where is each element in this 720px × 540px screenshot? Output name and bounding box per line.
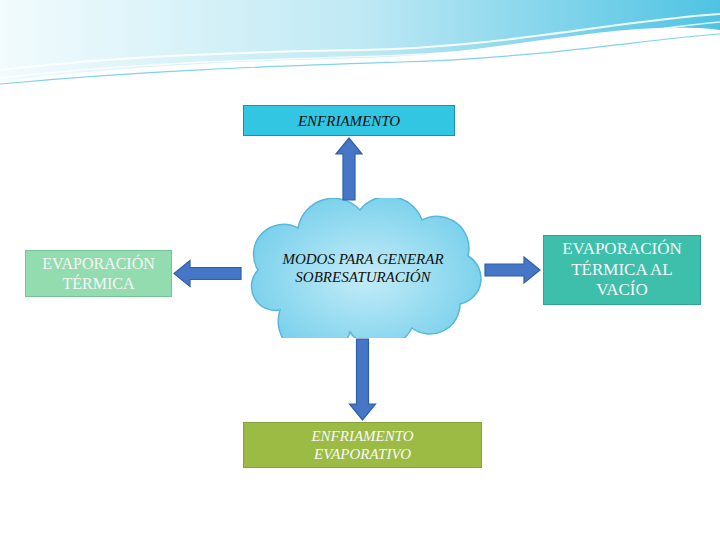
block-arrow: [485, 257, 540, 283]
header-wave-line: [0, 22, 720, 78]
header-wave-line: [0, 14, 720, 70]
node-label: EVAPORACIÓN TÉRMICA: [34, 254, 163, 292]
header-wave-line: [0, 34, 720, 84]
block-arrow: [336, 138, 362, 200]
process-box: EVAPORACIÓN TÉRMICA: [25, 250, 172, 297]
process-box: ENFRIAMENTO EVAPORATIVO: [243, 422, 482, 468]
process-box: ENFRIAMENTO: [243, 105, 455, 136]
header-wave: [0, 0, 720, 82]
block-arrow: [350, 339, 376, 420]
process-box: EVAPORACIÓN TÉRMICA AL VACÍO: [543, 235, 701, 305]
block-arrow: [174, 261, 241, 287]
cloud-outline: [240, 198, 486, 338]
node-label: ENFRIAMENTO: [298, 112, 400, 130]
cloud-shape: MODOS PARA GENERAR SOBRESATURACIÓN: [240, 198, 486, 338]
node-label: MODOS PARA GENERAR SOBRESATURACIÓN: [281, 250, 446, 286]
cloud-path: [251, 198, 480, 338]
node-label: ENFRIAMENTO EVAPORATIVO: [274, 427, 451, 463]
node-label: EVAPORACIÓN TÉRMICA AL VACÍO: [558, 239, 686, 300]
